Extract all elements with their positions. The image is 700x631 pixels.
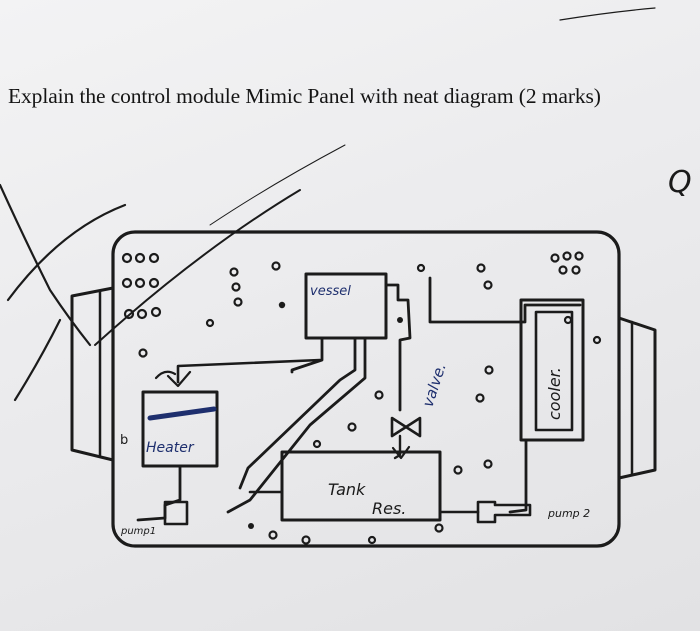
tank-res-label: Res. xyxy=(372,499,406,518)
tick-mark xyxy=(0,183,92,347)
margin-mark: Q xyxy=(668,165,692,200)
pipe xyxy=(154,370,177,380)
pencil-stroke xyxy=(209,144,346,226)
cooler-box xyxy=(519,298,585,442)
tick-mark xyxy=(13,318,62,402)
panel-outline xyxy=(111,230,621,548)
question-text: Explain the control module Mimic Panel w… xyxy=(8,84,601,108)
pipe xyxy=(428,276,582,324)
pipe xyxy=(238,336,357,490)
tank-box xyxy=(280,450,442,522)
cooler-label: cooler. xyxy=(545,367,564,420)
indicator-lamps xyxy=(121,251,602,545)
pump1-symbol xyxy=(163,500,189,526)
pump2-label: pump 2 xyxy=(547,507,590,520)
cooler-inner xyxy=(534,310,574,432)
valve-symbol xyxy=(390,416,422,438)
valve-label: valve. xyxy=(419,361,450,409)
tick-mark xyxy=(94,189,301,346)
pipe xyxy=(176,358,322,384)
filled-dots xyxy=(248,301,403,529)
pump1-label: pump1 xyxy=(120,526,156,537)
pipe xyxy=(136,464,182,522)
pump2-symbol xyxy=(476,500,532,524)
tank-label: Tank xyxy=(328,480,366,499)
margin-tick: b xyxy=(120,433,128,448)
pipe xyxy=(226,336,367,514)
crossed-out-word xyxy=(147,406,217,421)
pipe xyxy=(508,438,528,514)
vessel-box xyxy=(304,272,388,340)
arrow xyxy=(166,370,192,388)
tick-mark xyxy=(6,203,127,302)
pencil-stroke xyxy=(559,7,656,21)
right-handle xyxy=(617,316,657,480)
vessel-label: vessel xyxy=(310,284,351,299)
pipe xyxy=(290,336,324,374)
pipe xyxy=(384,283,412,412)
heater-label: Heater xyxy=(146,440,195,456)
left-handle xyxy=(70,286,115,462)
